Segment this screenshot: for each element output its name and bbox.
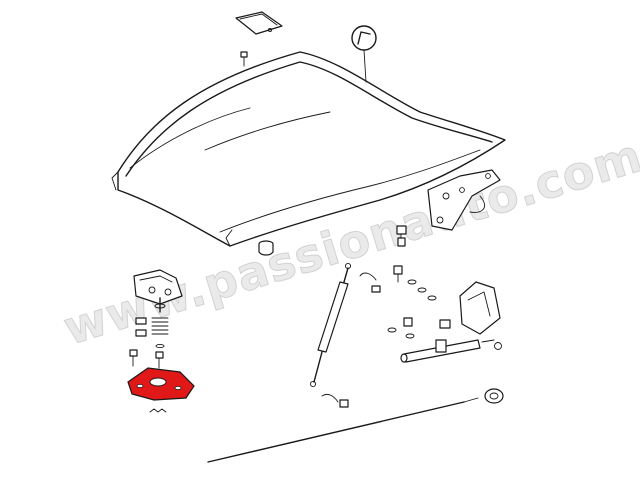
hood-latch[interactable] xyxy=(133,269,183,313)
hood-lid[interactable] xyxy=(111,51,506,247)
strut-clip-bottom[interactable] xyxy=(321,393,349,408)
gasket-plate[interactable] xyxy=(235,11,283,35)
rubber-stop[interactable] xyxy=(258,240,274,256)
gas-strut[interactable] xyxy=(309,262,352,388)
latch-spring-stack[interactable] xyxy=(135,303,169,337)
reference-arrow-icon xyxy=(351,25,377,83)
lock-washers[interactable] xyxy=(387,265,437,339)
hood-hinge-right[interactable] xyxy=(427,169,501,231)
release-cable[interactable] xyxy=(207,388,504,463)
latch-screws[interactable] xyxy=(129,343,165,369)
strut-clip-top[interactable] xyxy=(359,272,381,293)
return-spring[interactable] xyxy=(149,408,167,413)
hood-latch-plate[interactable] xyxy=(127,367,195,401)
lock-assembly[interactable] xyxy=(400,339,502,363)
lock-bracket[interactable] xyxy=(439,281,501,335)
screw-top[interactable] xyxy=(240,51,248,67)
hinge-bolt[interactable] xyxy=(396,225,407,247)
